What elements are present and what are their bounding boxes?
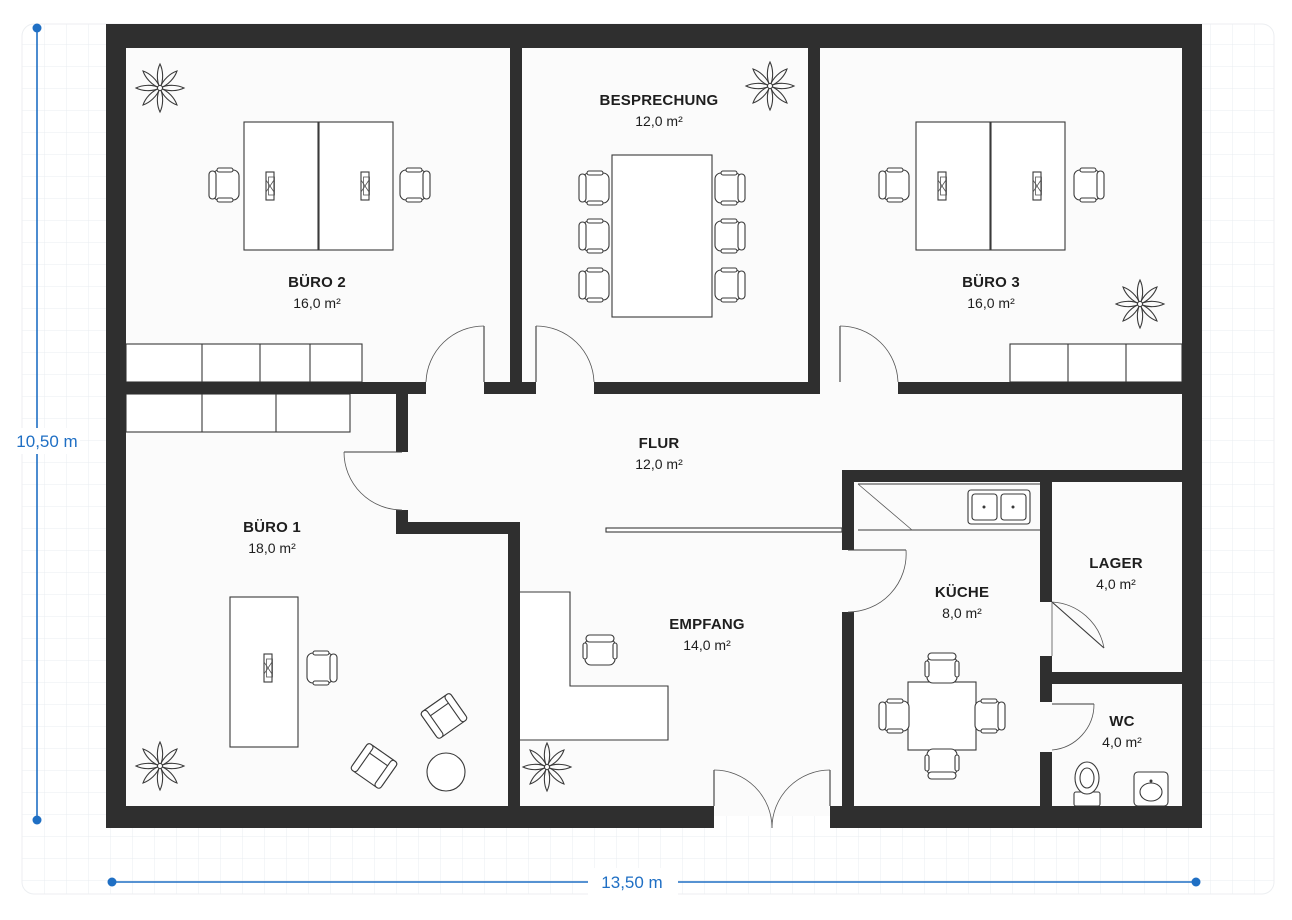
doors (343, 325, 1105, 829)
buero-1-desk (229, 596, 338, 748)
buero-2-cabinets (125, 343, 363, 383)
kitchen-counter (857, 483, 1042, 531)
room-name-buero-3: BÜRO 3 (962, 274, 1020, 291)
room-area-empfang: 14,0 m² (683, 637, 731, 653)
room-area-besprechung: 12,0 m² (635, 113, 683, 129)
walls (106, 24, 1202, 828)
room-area-flur: 12,0 m² (635, 456, 683, 472)
sink-icon (1133, 771, 1169, 807)
buero-1-cabinets (125, 393, 351, 433)
buero-3-cabinets (1009, 343, 1183, 383)
room-name-lager: LAGER (1089, 555, 1143, 572)
room-name-empfang: EMPFANG (669, 616, 745, 633)
room-name-buero-2: BÜRO 2 (288, 274, 346, 291)
dimension-lines: 10,50 m 13,50 m (8, 23, 1201, 896)
room-labels: BÜRO 2 16,0 m² BESPRECHUNG 12,0 m² BÜRO … (243, 92, 1143, 750)
room-area-buero-2: 16,0 m² (293, 295, 341, 311)
room-name-kueche: KÜCHE (935, 584, 989, 601)
room-area-lager: 4,0 m² (1096, 576, 1136, 592)
height-dimension-label: 10,50 m (16, 432, 77, 451)
door-kueche (847, 549, 907, 613)
door-entrance (713, 769, 831, 829)
buero-1-lounge (350, 693, 468, 792)
door-lager (1051, 601, 1105, 656)
room-area-wc: 4,0 m² (1102, 734, 1142, 750)
door-buero-2 (425, 325, 485, 383)
room-name-buero-1: BÜRO 1 (243, 519, 301, 536)
empfang-divider (605, 527, 843, 533)
kitchen-table (878, 652, 1006, 780)
door-besprechung (535, 325, 595, 383)
room-area-buero-1: 18,0 m² (248, 540, 296, 556)
besprechung-table (578, 154, 746, 318)
buero-3-desks (878, 121, 1105, 251)
buero-2-desks (208, 121, 431, 251)
room-name-wc: WC (1109, 713, 1134, 730)
room-area-kueche: 8,0 m² (942, 605, 982, 621)
door-wc (1051, 703, 1095, 751)
toilet-icon (1073, 761, 1101, 807)
door-buero-3 (839, 325, 899, 383)
room-area-buero-3: 16,0 m² (967, 295, 1015, 311)
room-name-flur: FLUR (639, 435, 680, 452)
furniture (125, 61, 1183, 807)
door-buero-1 (343, 451, 403, 511)
width-dimension-label: 13,50 m (601, 873, 662, 892)
room-name-besprechung: BESPRECHUNG (600, 92, 719, 109)
